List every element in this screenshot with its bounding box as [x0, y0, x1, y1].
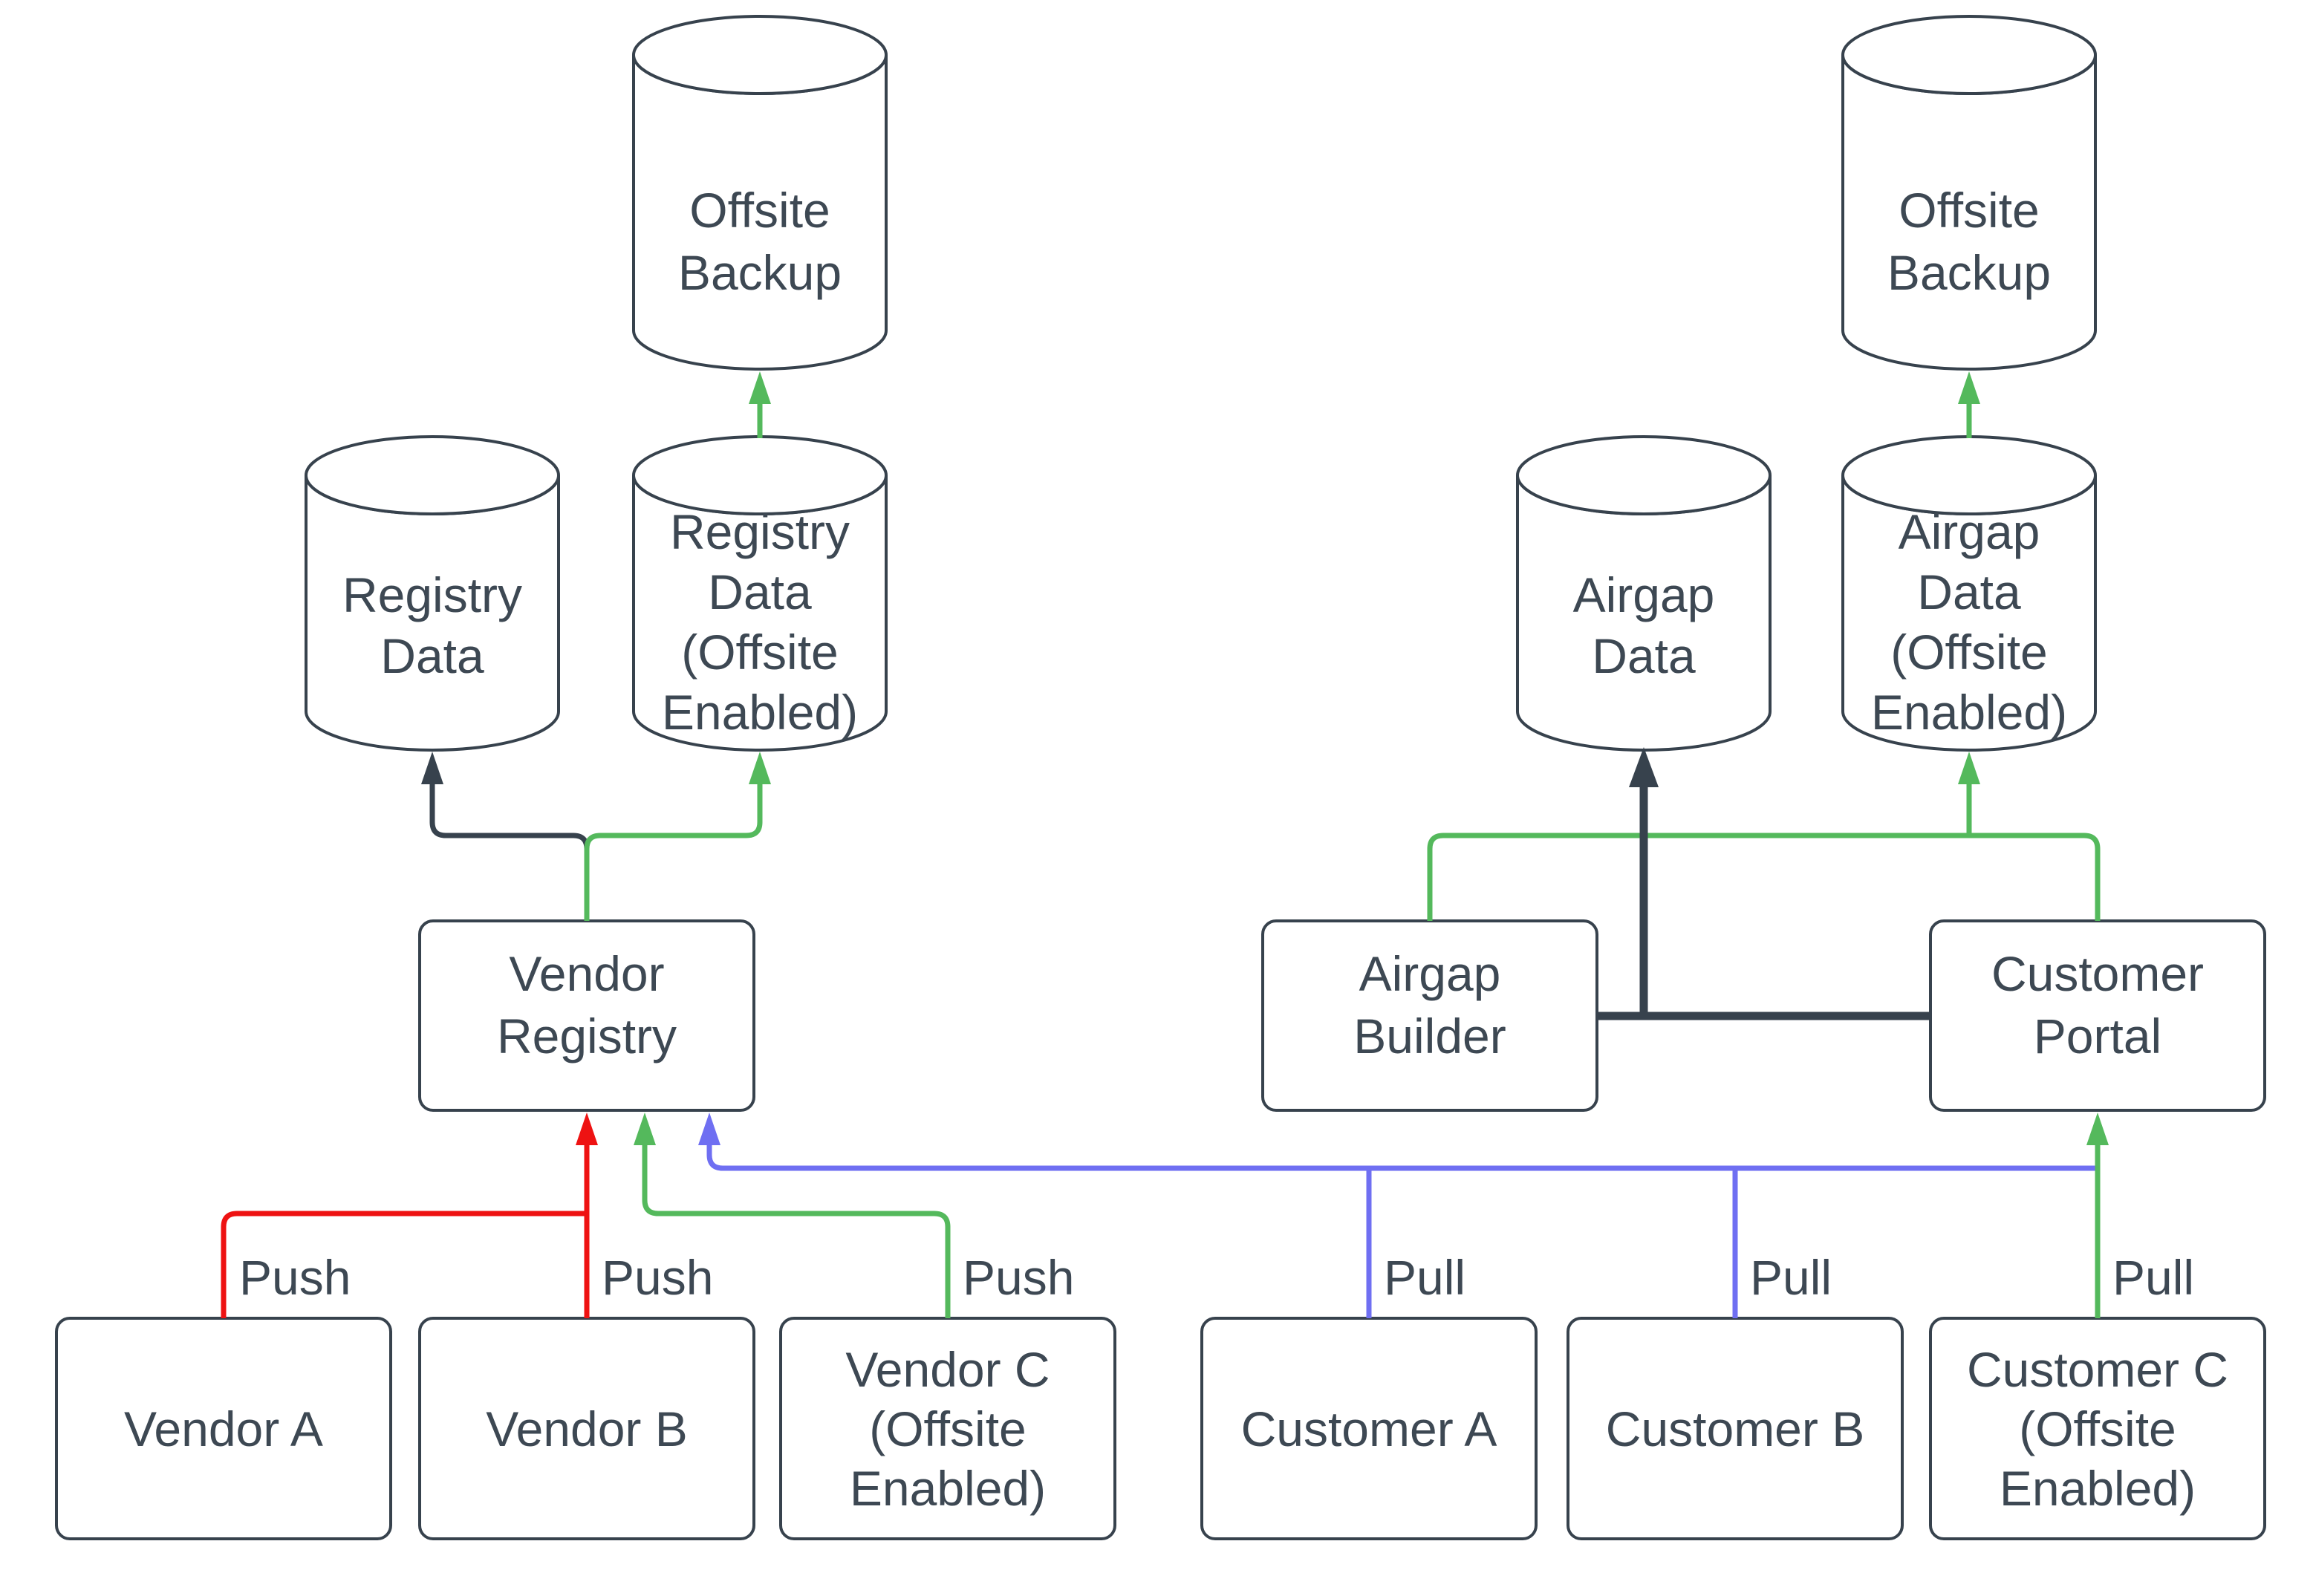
vendor-registry-box	[418, 919, 755, 1112]
registry-data-offsite-cylinder-top	[632, 435, 888, 515]
edge-customers-pull-arrowhead	[698, 1113, 720, 1145]
vendor-c-box	[779, 1317, 1116, 1540]
customer-c-box	[1929, 1317, 2266, 1540]
airgap-data-offsite-cylinder-top	[1841, 435, 2097, 515]
edge-vendor-a-push	[221, 1211, 587, 1318]
vendor-b-box	[418, 1317, 755, 1540]
registry-data-cylinder	[305, 475, 560, 752]
edge-registry-data-offsite-to-backup-arrowhead	[749, 371, 771, 404]
edge-registry-to-registry-data-offsite	[584, 783, 763, 921]
airgap-builder-box	[1261, 919, 1598, 1112]
node-shapes	[55, 15, 2266, 1540]
offsite-backup-right-cylinder-top	[1841, 15, 2097, 95]
airgap-data-cylinder	[1516, 475, 1772, 752]
offsite-backup-left-cylinder-top	[632, 15, 888, 95]
edge-vendor-c-push	[642, 1144, 951, 1318]
airgap-data-cylinder-top	[1516, 435, 1772, 515]
edge-portal-builder-to-airgap-data-arrowhead	[1629, 747, 1659, 787]
registry-data-offsite-cylinder	[632, 475, 888, 752]
vendor-a-box	[55, 1317, 392, 1540]
edge-builder-portal-to-airgap-data-offsite	[1427, 833, 2101, 921]
edge-registry-to-registry-data	[429, 783, 590, 921]
customer-b-box	[1567, 1317, 1904, 1540]
edge-customer-c-pull-arrowhead	[2086, 1113, 2109, 1145]
edge-airgap-data-offsite-to-backup-arrowhead	[1958, 371, 1980, 404]
customer-a-box	[1200, 1317, 1538, 1540]
edge-vendor-c-push-arrowhead	[634, 1113, 656, 1145]
offsite-backup-right-cylinder	[1841, 54, 2097, 371]
edge-registry-to-registry-data-offsite-arrowhead	[749, 752, 771, 784]
edges	[221, 371, 2109, 1318]
offsite-backup-left-cylinder	[632, 54, 888, 371]
edge-registry-to-registry-data-arrowhead	[421, 752, 443, 784]
registry-data-cylinder-top	[305, 435, 560, 515]
customer-portal-box	[1929, 919, 2266, 1112]
edge-customers-pull-main	[706, 1144, 2098, 1171]
edge-vendor-b-push-arrowhead	[576, 1113, 598, 1145]
edge-airgap-data-offsite-branch-arrowhead	[1958, 752, 1980, 784]
airgap-data-offsite-cylinder	[1841, 475, 2097, 752]
